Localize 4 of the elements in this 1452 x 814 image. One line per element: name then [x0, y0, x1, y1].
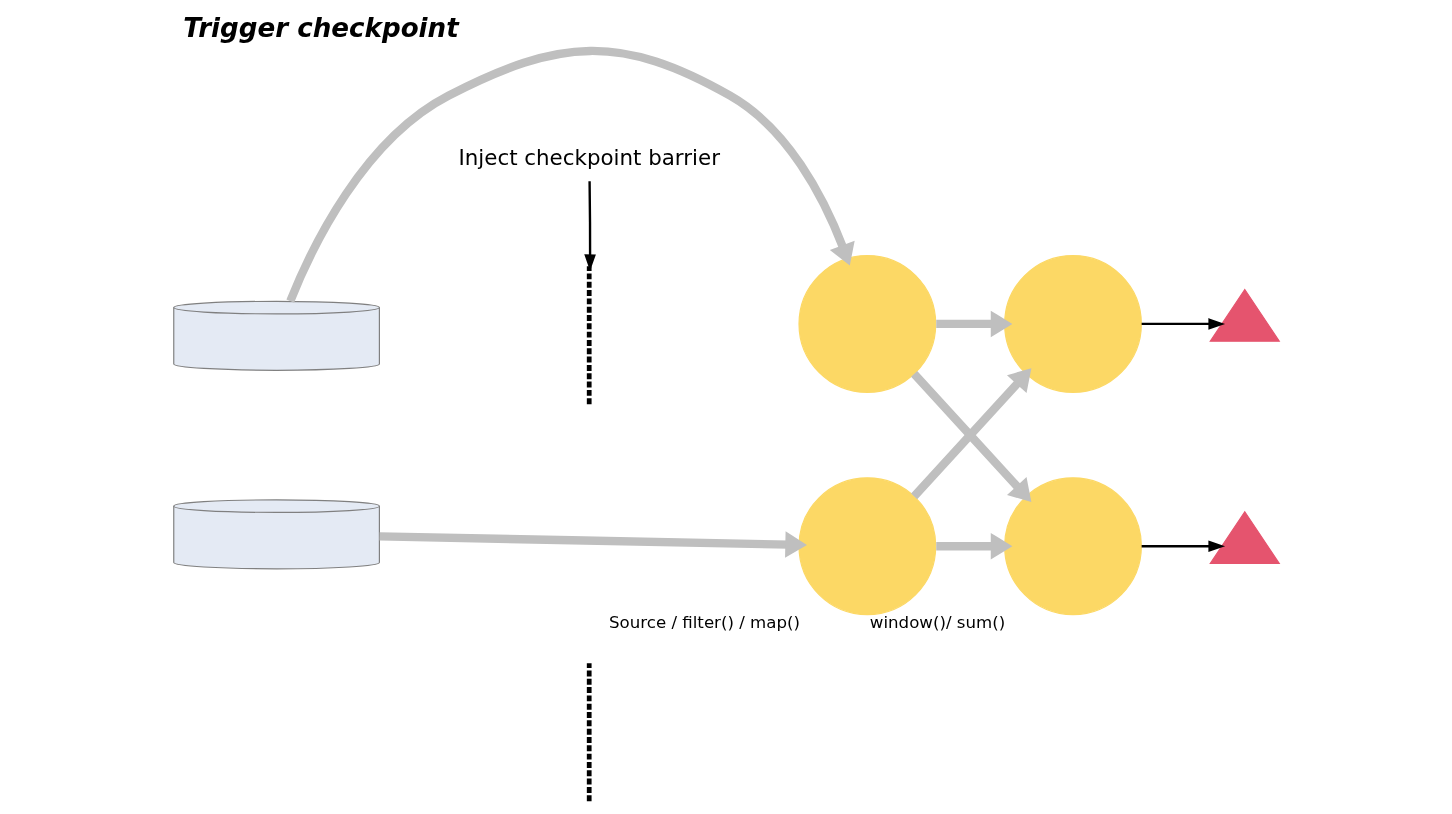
node-text: Inject checkpoint barrier: [457, 145, 720, 171]
node-label: window()/ sum(): [869, 612, 1005, 632]
node-label: Source / filter() / map(): [608, 612, 800, 632]
diagram-title: Trigger checkpoint: [182, 13, 459, 44]
